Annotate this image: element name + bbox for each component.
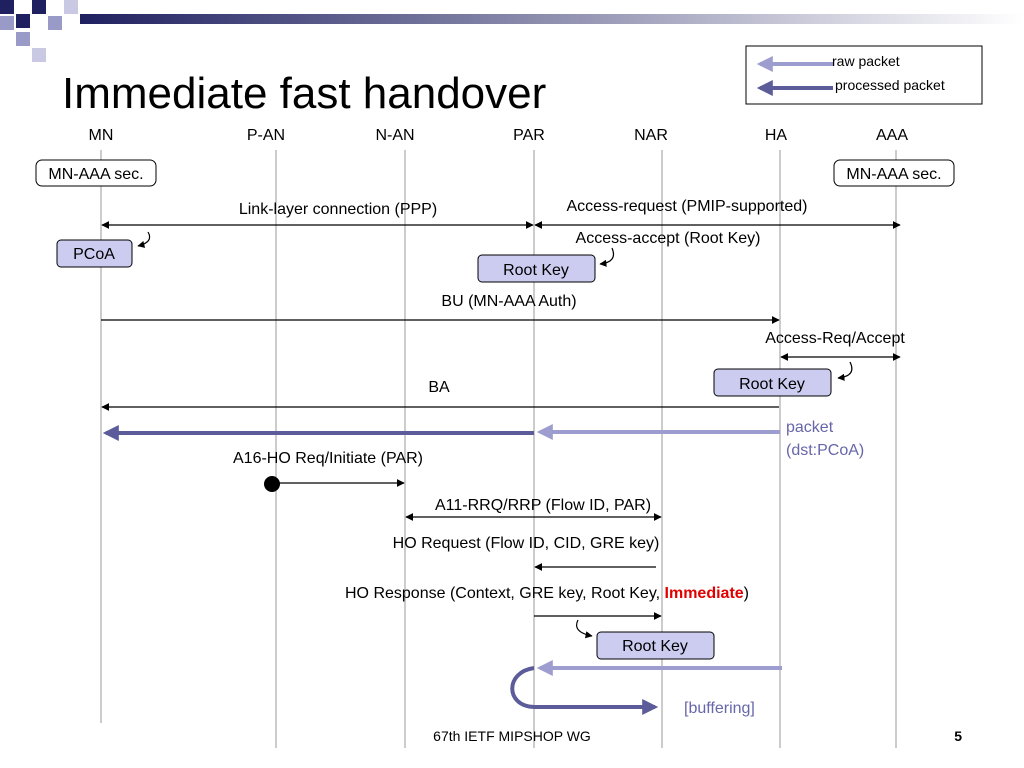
msg-a16-label: A16-HO Req/Initiate (PAR)	[233, 450, 423, 467]
entity-label-mn: MN	[89, 127, 114, 144]
root-key-par-box	[477, 254, 596, 283]
packet-note-line1: packet	[786, 419, 834, 436]
corner-square	[0, 0, 14, 14]
a16-trigger-dot	[264, 476, 280, 492]
corner-square	[64, 0, 78, 14]
root-key-nar-box	[596, 631, 715, 660]
root-key-ha-connector	[837, 361, 853, 381]
corner-square	[32, 0, 46, 14]
root-key-nar-label: Root Key	[622, 638, 688, 655]
legend-box	[745, 45, 983, 105]
msg-bu-label: BU (MN-AAA Auth)	[441, 293, 576, 310]
buffering-note: [buffering]	[684, 700, 755, 717]
corner-square	[48, 16, 62, 30]
msg-ho-request-label: HO Request (Flow ID, CID, GRE key)	[393, 535, 660, 552]
root-key-ha-label: Root Key	[739, 376, 805, 393]
lifelines	[100, 150, 897, 748]
entity-label-p-an: P-AN	[247, 127, 285, 144]
root-key-par-connector	[599, 247, 615, 267]
page-number: 5	[954, 728, 962, 744]
corner-square	[16, 32, 30, 46]
root-key-nar-connector	[576, 619, 593, 639]
msg-access-accept-label: Access-accept (Root Key)	[576, 230, 761, 247]
slide-title: Immediate fast handover	[62, 69, 547, 118]
corner-square	[0, 16, 14, 30]
entity-label-par: PAR	[513, 127, 545, 144]
security-label-aaa: MN-AAA sec.	[846, 166, 941, 183]
msg-ho-response-emphasis: Immediate	[665, 585, 744, 602]
msg-link-layer-label: Link-layer connection (PPP)	[239, 201, 437, 218]
legend-raw-label: raw packet	[832, 53, 900, 69]
corner-square	[16, 14, 30, 28]
security-box-mn	[35, 159, 157, 187]
root-key-par-label: Root Key	[503, 262, 569, 279]
entity-label-n-an: N-AN	[375, 127, 414, 144]
entity-label-ha: HA	[765, 127, 788, 144]
corner-decoration	[0, 0, 78, 62]
msg-a11-label: A11-RRQ/RRP (Flow ID, PAR)	[435, 497, 651, 514]
root-key-ha-box	[713, 368, 832, 397]
pcoa-connector	[137, 231, 151, 248]
security-box-aaa	[833, 159, 955, 187]
entity-label-aaa: AAA	[876, 127, 908, 144]
packet-note-line2: (dst:PCoA)	[786, 442, 864, 459]
footer-text: 67th IETF MIPSHOP WG	[433, 728, 591, 744]
pcoa-label: PCoA	[73, 246, 115, 263]
entity-label-nar: NAR	[634, 127, 668, 144]
msg-ho-response-label: HO Response (Context, GRE key, Root Key,…	[345, 585, 749, 602]
msg-ho-response-suffix: )	[744, 585, 749, 602]
pcoa-box	[56, 239, 133, 268]
msg-ho-response-prefix: HO Response (Context, GRE key, Root Key,	[345, 585, 665, 602]
processed-packet-buffer-loop	[510, 666, 659, 715]
header-bar	[80, 14, 1024, 24]
msg-ba-label: BA	[428, 379, 450, 396]
legend-processed-label: processed packet	[835, 77, 945, 93]
msg-access-request-label: Access-request (PMIP-supported)	[567, 198, 808, 215]
corner-square	[32, 48, 46, 62]
legend: raw packet processed packet	[745, 45, 983, 105]
security-label-mn: MN-AAA sec.	[48, 166, 143, 183]
msg-access-req-accept-label: Access-Req/Accept	[765, 330, 905, 347]
entity-labels: MN P-AN N-AN PAR NAR HA AAA	[89, 127, 909, 144]
